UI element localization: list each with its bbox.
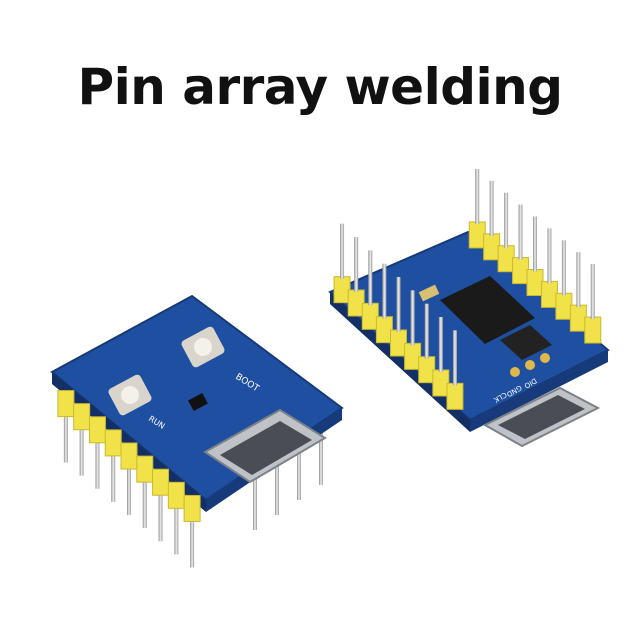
header-block — [418, 356, 436, 384]
header-pin — [158, 463, 163, 542]
header-block — [183, 494, 201, 522]
header-pin — [452, 330, 457, 386]
header-block — [88, 416, 106, 444]
header-block — [555, 292, 573, 320]
header-pin — [63, 384, 68, 463]
header-block — [432, 369, 450, 397]
header-block — [333, 276, 351, 304]
header-block — [167, 481, 185, 509]
header-pin — [253, 470, 257, 530]
header-block — [375, 316, 393, 344]
header-pin — [576, 252, 581, 308]
header-block — [569, 304, 587, 332]
board-right: CLK GND DIO — [328, 168, 610, 448]
header-pin — [561, 240, 566, 296]
header-pin — [79, 397, 84, 476]
header-block — [468, 221, 486, 249]
header-pin — [438, 317, 443, 372]
header-block — [136, 455, 154, 483]
header-pin — [489, 180, 494, 236]
header-pin — [396, 277, 401, 332]
header-pin — [319, 425, 323, 485]
header-pin — [475, 168, 480, 224]
header-block — [347, 289, 365, 317]
header-block — [73, 403, 91, 431]
header-block — [446, 382, 464, 410]
page-title: Pin array welding — [77, 58, 563, 116]
header-block — [483, 233, 501, 261]
header-block — [584, 316, 602, 344]
header-block — [540, 280, 558, 308]
header-pin — [424, 303, 429, 359]
header-block — [57, 390, 75, 418]
header-pin — [504, 192, 509, 248]
header-block — [390, 329, 407, 357]
header-pin — [190, 489, 195, 568]
header-pin — [533, 216, 537, 272]
rp2040-chip — [440, 276, 535, 344]
header-pin — [297, 440, 301, 500]
pin-header-right — [333, 221, 602, 410]
header-pin — [518, 204, 523, 260]
header-pin — [368, 250, 373, 306]
header-pin — [174, 476, 179, 555]
header-pin — [142, 450, 147, 529]
header-block — [120, 442, 138, 470]
header-block — [361, 302, 379, 330]
board-left: BOOT RUN — [50, 294, 344, 568]
header-pin — [127, 437, 131, 515]
header-pin — [111, 423, 116, 502]
header-pin — [340, 223, 345, 279]
header-pin — [410, 290, 415, 346]
pin-row-left — [63, 384, 323, 568]
header-block — [497, 245, 515, 273]
header-pin — [275, 455, 279, 515]
pin-row-right — [340, 168, 595, 386]
header-block — [526, 269, 544, 296]
header-pin — [590, 264, 595, 320]
header-block — [404, 342, 422, 370]
header-block — [104, 429, 122, 457]
header-pin — [382, 263, 387, 319]
header-block — [152, 468, 170, 496]
header-pin — [95, 410, 100, 489]
header-block — [512, 257, 530, 285]
header-pin — [547, 228, 552, 284]
header-pin — [354, 237, 359, 292]
pin-header-left — [57, 390, 201, 522]
